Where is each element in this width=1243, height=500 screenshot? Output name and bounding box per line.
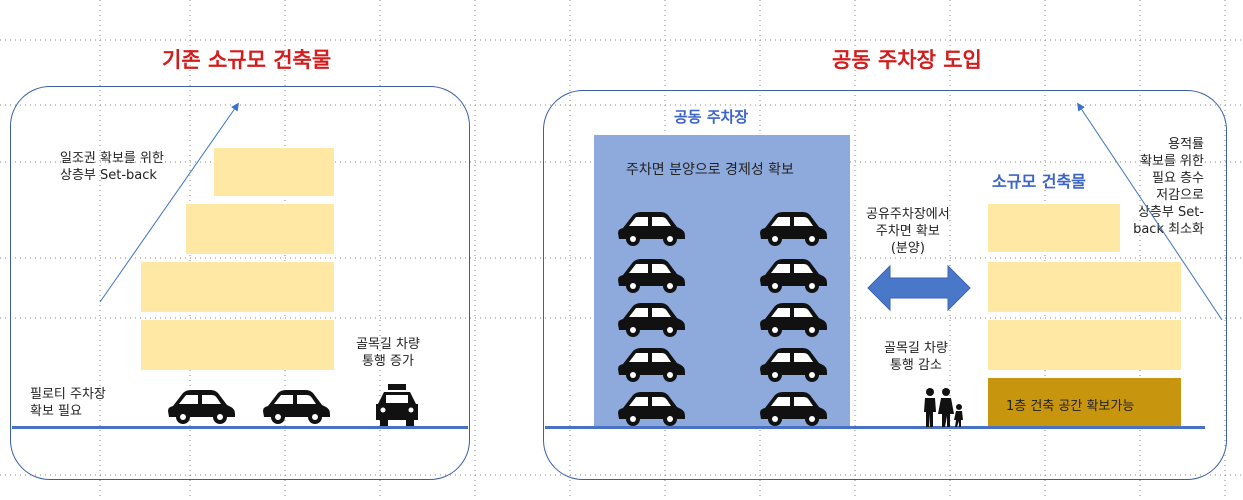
left-section-title: 기존 소규모 건축물 <box>162 48 332 72</box>
building-floor-4 <box>214 148 334 196</box>
far-arrow <box>1077 102 1223 321</box>
ground-floor-space <box>988 378 1181 426</box>
car-icon <box>760 303 827 337</box>
small-building-floor-4 <box>988 204 1120 252</box>
shared-parking-label: 공유주차장에서 주차면 확보 (분양) <box>866 207 950 256</box>
building-floor-2 <box>141 262 334 312</box>
far-label: 용적률 확보를 위한 필요 층수 저감으로 상층부 Set- back 최소화 <box>1133 137 1204 237</box>
right-section-title: 공동 주차장 도입 <box>832 48 982 72</box>
car-icon <box>168 390 235 424</box>
setback-label: 일조권 확보를 위한 상층부 Set-back <box>60 151 164 183</box>
car-icon <box>760 392 827 426</box>
right-panel <box>543 90 1227 480</box>
alley-traffic-label: 골목길 차량 통행 증가 <box>356 337 420 369</box>
family-icon <box>924 388 963 427</box>
small-building-title: 소규모 건축물 <box>992 172 1086 191</box>
car-icon <box>760 348 827 382</box>
car-icon <box>618 303 685 337</box>
car-icon <box>618 392 685 426</box>
left-panel <box>10 86 470 480</box>
car-icon <box>760 259 827 293</box>
small-building-floor-3 <box>988 262 1181 312</box>
right-ground-line <box>545 426 1205 429</box>
alley-traffic-reduced-label: 골목길 차량 통행 감소 <box>884 341 948 373</box>
car-icon <box>618 348 685 382</box>
car-icon <box>618 212 685 246</box>
small-building-floor-2 <box>988 320 1181 370</box>
building-floor-1 <box>141 320 334 370</box>
garage-label: 주차면 분양으로 경제성 확보 <box>626 162 794 178</box>
building-floor-3 <box>186 204 334 254</box>
double-arrow-icon <box>867 264 971 312</box>
car-icon <box>263 390 330 424</box>
setback-arrow <box>99 102 239 303</box>
car-icon <box>618 259 685 293</box>
car-icon <box>760 212 827 246</box>
garage-title: 공동 주차장 <box>674 108 749 126</box>
left-ground-line <box>12 426 468 429</box>
ground-floor-label: 1층 건축 공간 확보가능 <box>1006 399 1135 414</box>
pilotis-label: 필로티 주차장 확보 필요 <box>30 387 106 419</box>
taxi-icon <box>376 384 418 426</box>
